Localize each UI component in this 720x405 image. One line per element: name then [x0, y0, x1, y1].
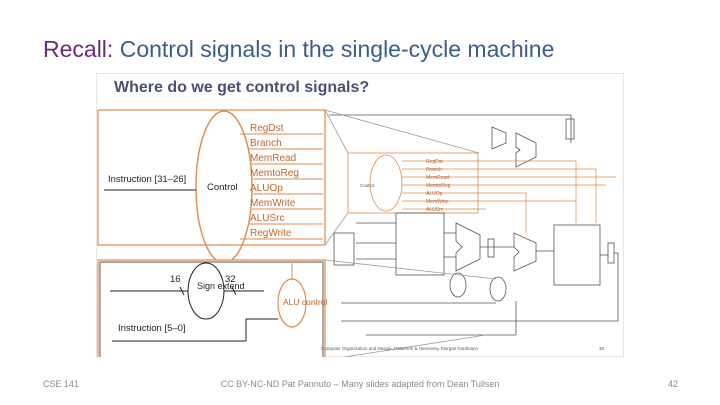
full-datapath	[329, 114, 619, 336]
signext-zoom-panel: Sign extend 16 32 ALU control Instructio…	[97, 259, 328, 357]
slide-title-accent: Recall:	[43, 36, 114, 62]
control-unit-label: Control	[207, 182, 238, 193]
instruction-bus-label: Instruction [31–26]	[108, 174, 186, 185]
svg-text:MemWrite: MemWrite	[426, 199, 449, 205]
main-alu	[455, 222, 481, 272]
signal-label: RegWrite	[250, 228, 292, 239]
svg-text:RegDst: RegDst	[426, 159, 443, 165]
control-panel-frame	[97, 109, 326, 246]
svg-text:ALUSrc: ALUSrc	[426, 207, 444, 213]
figure-credit: Computer Organization and Design, Patter…	[321, 346, 478, 351]
signal-label: MemtoReg	[250, 168, 299, 179]
figure-credit-page: 30	[599, 346, 605, 351]
control-wires	[402, 160, 616, 233]
footer-course: CSE 141	[43, 379, 80, 389]
svg-text:MemRead: MemRead	[426, 175, 449, 181]
alu-control-label: ALU control	[283, 297, 328, 307]
mini-signal-labels: RegDst Branch MemRead MemtoReg ALUOp Mem…	[360, 159, 451, 213]
datapath-diagram: Where do we get control signals?	[96, 73, 624, 357]
mini-control-oval	[369, 154, 403, 212]
signal-label: ALUSrc	[250, 213, 284, 224]
signal-label: RegDst	[250, 123, 284, 134]
signal-label: Branch	[250, 138, 282, 149]
signext-panel-frame	[97, 259, 326, 357]
datapath-figure: Where do we get control signals?	[96, 73, 624, 357]
signal-label: MemRead	[250, 153, 296, 164]
sign-extend-input-width: 16	[170, 274, 181, 285]
control-zoom-panel: Control Instruction [31–26] RegDst Branc…	[97, 109, 326, 264]
svg-text:Control: Control	[360, 183, 375, 188]
branch-adder	[515, 132, 537, 168]
sign-extend-label: Sign extend	[197, 281, 245, 291]
alu	[513, 232, 537, 272]
svg-text:Branch: Branch	[426, 167, 442, 173]
footer-license: CC BY-NC-ND Pat Pannuto – Many slides ad…	[220, 379, 500, 389]
slide-title: Recall: Control signals in the single-cy…	[43, 36, 554, 63]
signal-label: ALUOp	[250, 183, 283, 194]
zoom-connectors	[324, 109, 497, 357]
footer-page-number: 42	[667, 379, 678, 389]
instruction-memory	[333, 232, 355, 266]
svg-text:MemtoReg: MemtoReg	[426, 183, 451, 189]
register-file	[395, 212, 445, 276]
alu-control-instruction-label: Instruction [5–0]	[118, 323, 186, 334]
sign-extend-output-width: 32	[225, 274, 236, 285]
signal-label: MemWrite	[250, 198, 296, 209]
slide-title-text: Control signals in the single-cycle mach…	[113, 36, 555, 62]
svg-text:ALUOp: ALUOp	[426, 191, 443, 197]
figure-heading: Where do we get control signals?	[114, 79, 369, 96]
pc-mux	[565, 118, 575, 140]
